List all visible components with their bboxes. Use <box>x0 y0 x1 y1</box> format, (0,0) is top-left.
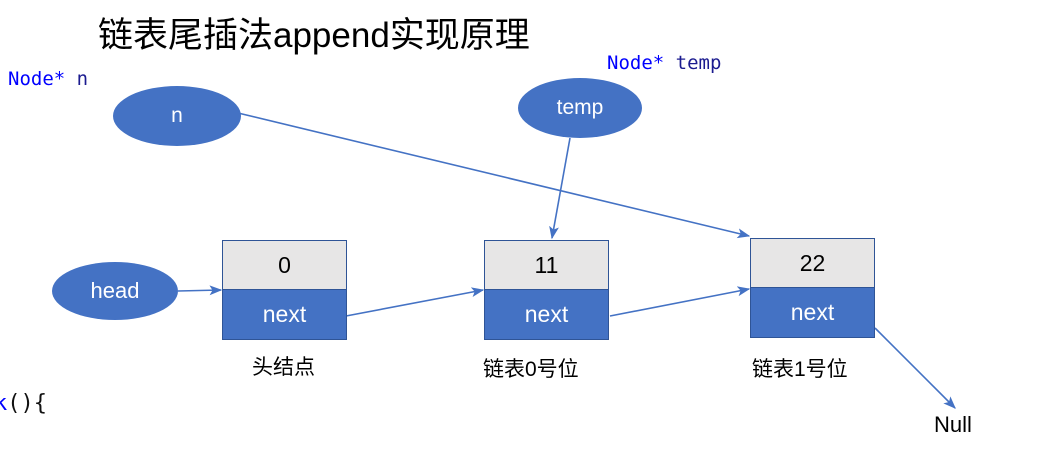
pointer-ellipse-n[interactable]: n <box>113 86 241 146</box>
pointer-ellipse-head[interactable]: head <box>52 262 178 320</box>
annotation-code-rest: (){ <box>7 391 47 416</box>
annotation-code-keyword: k <box>0 391 8 416</box>
list-node-next-field: next <box>485 289 608 339</box>
node-caption-head: 头结点 <box>252 356 315 379</box>
list-node-0[interactable]: 11 next <box>484 240 609 340</box>
annotation-temp-type: Node* <box>607 52 665 74</box>
connector-node1-to-node2 <box>609 286 751 317</box>
list-node-value: 0 <box>223 241 346 289</box>
annotation-n-type: Node* <box>8 68 66 90</box>
annotation-code-fragment: k(){ <box>0 393 47 415</box>
pointer-ellipse-head-label: head <box>90 278 140 303</box>
annotation-n-name: n <box>76 68 89 90</box>
node-caption-0: 链表0号位 <box>483 358 579 381</box>
node-caption-1: 链表1号位 <box>752 358 848 381</box>
list-node-head[interactable]: 0 next <box>222 240 347 340</box>
page-title: 链表尾插法append实现原理 <box>98 16 530 55</box>
list-node-1[interactable]: 22 next <box>750 238 875 338</box>
list-node-next-field: next <box>223 289 346 339</box>
pointer-ellipse-temp-label: temp <box>556 96 604 119</box>
pointer-ellipse-n-label: n <box>171 104 183 127</box>
annotation-pointer-n: Node* n <box>8 68 88 90</box>
list-node-next-field: next <box>751 287 874 337</box>
connector-head-to-node0 <box>177 285 223 296</box>
list-node-value: 22 <box>751 239 874 287</box>
connector-n-to-node2 <box>237 112 751 239</box>
connector-node2-to-null <box>874 327 956 409</box>
list-node-value: 11 <box>485 241 608 289</box>
connector-temp-to-node1 <box>549 137 571 240</box>
connector-node0-to-node1 <box>345 287 485 317</box>
annotation-pointer-temp: Node* temp <box>607 52 721 74</box>
annotation-temp-name: temp <box>675 52 722 74</box>
null-terminator-label: Null <box>934 412 972 437</box>
pointer-ellipse-temp[interactable]: temp <box>518 78 642 138</box>
